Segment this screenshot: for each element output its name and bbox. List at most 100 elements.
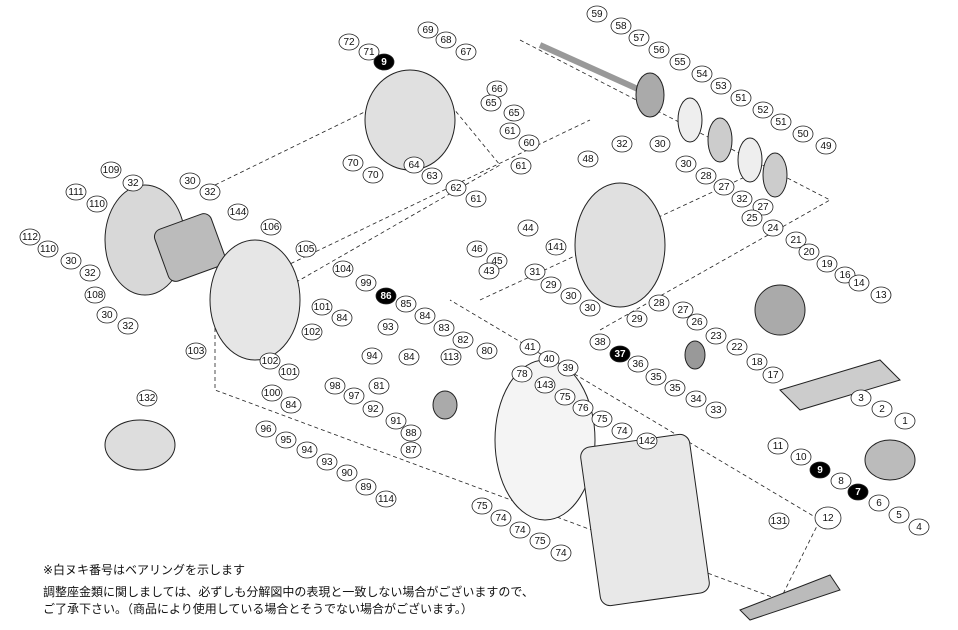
label-circle [260,218,282,236]
part-number: 54 [696,69,708,80]
part-number: 87 [405,445,417,456]
part-number: 5 [896,510,902,521]
part-number: 3 [858,393,864,404]
part-number: 61 [515,161,527,172]
label-circle [554,388,576,406]
label-circle [524,263,546,281]
part-number: 39 [562,363,574,374]
part-label-28: 28 [695,167,717,185]
part-number: 106 [263,222,280,233]
part-label-104: 104 [332,260,354,278]
parts-shapes [104,42,916,621]
part-label-132: 132 [136,389,158,407]
part-label-102: 102 [301,323,323,341]
label-circle [648,294,670,312]
label-circle [96,306,118,324]
part-label-75: 75 [554,388,576,406]
part-number: 48 [582,154,594,165]
part-number: 90 [341,468,353,479]
part-number: 27 [757,202,769,213]
part-label-67: 67 [455,43,477,61]
label-circle [815,137,837,155]
part-label-31: 31 [524,263,546,281]
label-circle [550,544,572,562]
label-circle [295,240,317,258]
part-label-65: 65 [503,104,525,122]
part-label-74: 74 [509,521,531,539]
label-circle [726,338,748,356]
label-circle [908,518,930,536]
part-label-81: 81 [368,377,390,395]
part-number-labels: 7271969686766656561606161626364707059585… [19,5,930,562]
part-number: 76 [577,403,589,414]
part-number: 56 [653,45,665,56]
part-number: 62 [450,183,462,194]
part-number: 102 [304,327,321,338]
part-label-23: 23 [705,327,727,345]
part-label-109: 109 [100,161,122,179]
part-number: 32 [736,194,748,205]
label-circle [545,238,567,256]
label-circle [710,77,732,95]
part-number: 82 [457,335,469,346]
label-circle [179,172,201,190]
part-label-29: 29 [540,276,562,294]
part-label-87: 87 [400,441,422,459]
tool-wrench [739,574,841,621]
part-label-106: 106 [260,218,282,236]
part-number: 74 [616,426,628,437]
part-number: 59 [591,9,603,20]
part-number: 50 [797,129,809,140]
part-number: 21 [790,235,802,246]
part-label-99: 99 [355,274,377,292]
label-circle [331,309,353,327]
part-number: 9 [817,465,823,476]
part-label-41: 41 [519,338,541,356]
part-label-141: 141 [545,238,567,256]
label-circle [675,155,697,173]
label-circle [435,31,457,49]
part-label-2: 2 [871,400,893,418]
part-number: 2 [879,404,885,415]
part-label-69: 69 [417,21,439,39]
part-label-110: 110 [86,195,108,213]
part-number: 96 [260,424,272,435]
part-label-20: 20 [798,243,820,261]
drag-housing [153,213,226,282]
part-label-62: 62 [445,179,467,197]
part-number: 43 [483,266,495,277]
part-number: 108 [87,290,104,301]
label-circle [509,521,531,539]
label-circle [691,65,713,83]
line-spool [104,419,176,471]
part-number: 91 [390,416,402,427]
label-circle [636,432,658,450]
label-circle [445,179,467,197]
part-number: 70 [367,170,379,181]
part-number: 4 [916,522,922,533]
part-number: 75 [596,414,608,425]
part-label-95: 95 [275,431,297,449]
part-number: 69 [422,25,434,36]
part-label-110: 110 [37,240,59,258]
part-label-100: 100 [261,384,283,402]
part-label-93: 93 [316,453,338,471]
part-number: 102 [262,356,279,367]
label-circle [610,17,632,35]
part-number: 16 [839,270,851,281]
part-number: 94 [301,445,313,456]
part-number: 110 [89,199,105,210]
part-label-52: 52 [752,101,774,119]
part-label-3: 3 [850,389,872,407]
part-number: 26 [691,317,703,328]
part-label-1: 1 [894,412,916,430]
part-number: 32 [127,178,139,189]
part-label-98: 98 [324,377,346,395]
label-circle [685,390,707,408]
part-number: 93 [321,457,333,468]
part-label-60: 60 [518,134,540,152]
part-label-19: 19 [816,255,838,273]
part-label-70: 70 [362,166,384,184]
part-label-66: 66 [486,80,508,98]
